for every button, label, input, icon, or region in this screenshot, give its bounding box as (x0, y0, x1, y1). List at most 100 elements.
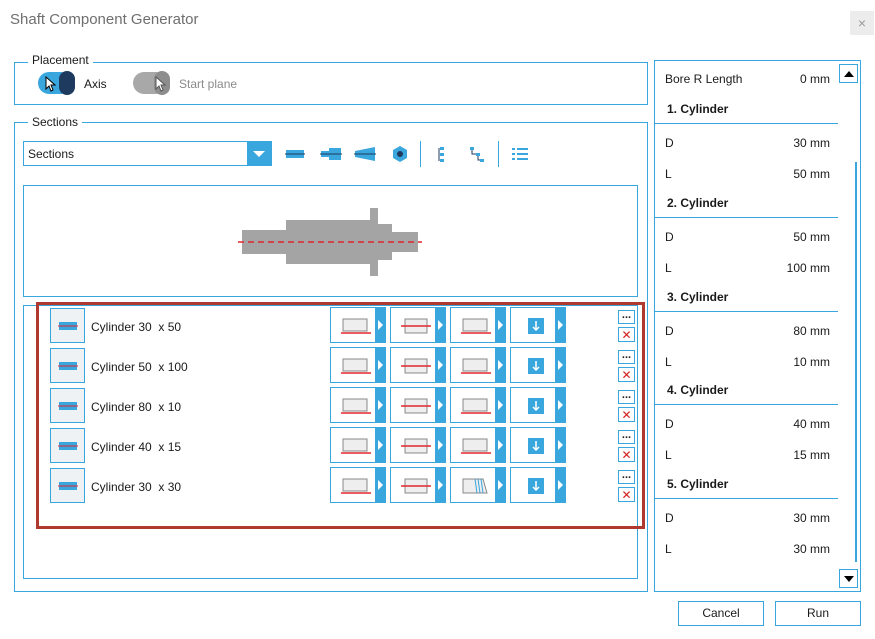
section-type-icon[interactable] (50, 388, 85, 423)
chevron-right-icon[interactable] (495, 308, 505, 342)
close-button[interactable]: × (850, 11, 874, 35)
end-feature-button[interactable] (450, 427, 506, 463)
scrollbar[interactable] (839, 62, 859, 590)
sections-group (14, 122, 648, 592)
add-section-icon[interactable] (389, 143, 411, 165)
chevron-down-icon[interactable] (247, 142, 271, 165)
start-feature-button[interactable] (330, 467, 386, 503)
more-options-button[interactable]: ... (618, 470, 635, 484)
length-label: L (665, 355, 672, 369)
chevron-right-icon[interactable] (495, 468, 505, 502)
chevron-right-icon[interactable] (375, 468, 385, 502)
dimension-button[interactable] (510, 467, 566, 503)
start-plane-label: Start plane (179, 77, 238, 91)
chevron-right-icon[interactable] (375, 308, 385, 342)
chevron-right-icon[interactable] (435, 428, 445, 462)
section-type-icon[interactable] (50, 348, 85, 383)
chevron-right-icon[interactable] (375, 348, 385, 382)
window-title: Shaft Component Generator (10, 11, 199, 28)
start-feature-button[interactable] (330, 427, 386, 463)
scroll-up-button[interactable] (839, 64, 858, 83)
chevron-right-icon[interactable] (495, 348, 505, 382)
chevron-right-icon[interactable] (555, 308, 565, 342)
section-feature-button[interactable] (390, 347, 446, 383)
more-options-button[interactable]: ... (618, 310, 635, 324)
delete-icon[interactable]: ✕ (618, 447, 635, 462)
chevron-right-icon[interactable] (555, 428, 565, 462)
start-feature-button[interactable] (330, 347, 386, 383)
tree-structure-icon[interactable] (466, 143, 488, 165)
chevron-right-icon[interactable] (375, 388, 385, 422)
delete-icon[interactable]: ✕ (618, 367, 635, 382)
diameter-value[interactable]: 30 mm (793, 511, 830, 525)
section-type-icon[interactable] (50, 308, 85, 343)
chevron-right-icon[interactable] (435, 468, 445, 502)
chevron-right-icon[interactable] (555, 348, 565, 382)
diameter-label: D (665, 324, 674, 338)
sections-dropdown-value: Sections (28, 147, 75, 161)
placement-group (14, 62, 648, 105)
length-value[interactable]: 10 mm (793, 355, 830, 369)
properties-panel (654, 60, 861, 592)
more-options-button[interactable]: ... (618, 390, 635, 404)
shaft-preview (23, 185, 638, 297)
scroll-thumb[interactable] (855, 162, 857, 562)
length-value[interactable]: 15 mm (793, 448, 830, 462)
section-feature-button[interactable] (390, 427, 446, 463)
more-options-button[interactable]: ... (618, 350, 635, 364)
tree-expand-icon[interactable] (432, 143, 454, 165)
axis-toggle[interactable] (38, 71, 75, 95)
chevron-right-icon[interactable] (435, 348, 445, 382)
chevron-right-icon[interactable] (495, 388, 505, 422)
list-icon[interactable] (509, 143, 531, 165)
end-feature-button[interactable] (450, 387, 506, 423)
scroll-down-button[interactable] (839, 569, 858, 588)
dimension-button[interactable] (510, 347, 566, 383)
dimension-button[interactable] (510, 427, 566, 463)
section-label: Cylinder 30 x 30 (91, 480, 182, 494)
cursor-icon (45, 76, 57, 92)
diameter-value[interactable]: 30 mm (793, 136, 830, 150)
length-value[interactable]: 100 mm (786, 261, 830, 275)
dimension-button[interactable] (510, 387, 566, 423)
start-feature-button[interactable] (330, 387, 386, 423)
group-divider (655, 311, 838, 312)
delete-icon[interactable]: ✕ (618, 327, 635, 342)
length-value[interactable]: 50 mm (793, 167, 830, 181)
sections-dropdown[interactable]: Sections (23, 141, 272, 166)
more-options-button[interactable]: ... (618, 430, 635, 444)
section-type-icon[interactable] (50, 468, 85, 503)
diameter-label: D (665, 230, 674, 244)
dimension-button[interactable] (510, 307, 566, 343)
delete-icon[interactable]: ✕ (618, 407, 635, 422)
end-feature-button[interactable] (450, 307, 506, 343)
cone-icon[interactable] (320, 143, 342, 165)
run-button[interactable]: Run (775, 601, 861, 626)
chevron-right-icon[interactable] (555, 468, 565, 502)
section-feature-button[interactable] (390, 387, 446, 423)
diameter-value[interactable]: 80 mm (793, 324, 830, 338)
chevron-right-icon[interactable] (435, 308, 445, 342)
bore-value[interactable]: 0 mm (800, 72, 830, 86)
section-type-icon[interactable] (50, 428, 85, 463)
delete-icon[interactable]: ✕ (618, 487, 635, 502)
diameter-value[interactable]: 40 mm (793, 417, 830, 431)
chevron-right-icon[interactable] (375, 428, 385, 462)
chevron-right-icon[interactable] (435, 388, 445, 422)
diameter-value[interactable]: 50 mm (793, 230, 830, 244)
cancel-button[interactable]: Cancel (678, 601, 764, 626)
length-value[interactable]: 30 mm (793, 542, 830, 556)
cylinder-icon[interactable] (284, 143, 306, 165)
chevron-right-icon[interactable] (495, 428, 505, 462)
start-feature-button[interactable] (330, 307, 386, 343)
section-feature-button[interactable] (390, 307, 446, 343)
polygon-icon[interactable] (354, 143, 376, 165)
start-plane-toggle[interactable] (133, 71, 170, 95)
chevron-right-icon[interactable] (555, 388, 565, 422)
length-label: L (665, 261, 672, 275)
cylinder-group-title: 4. Cylinder (667, 383, 729, 397)
section-feature-button[interactable] (390, 467, 446, 503)
section-label: Cylinder 50 x 100 (91, 360, 188, 374)
end-feature-button[interactable] (450, 347, 506, 383)
end-feature-button[interactable] (450, 467, 506, 503)
